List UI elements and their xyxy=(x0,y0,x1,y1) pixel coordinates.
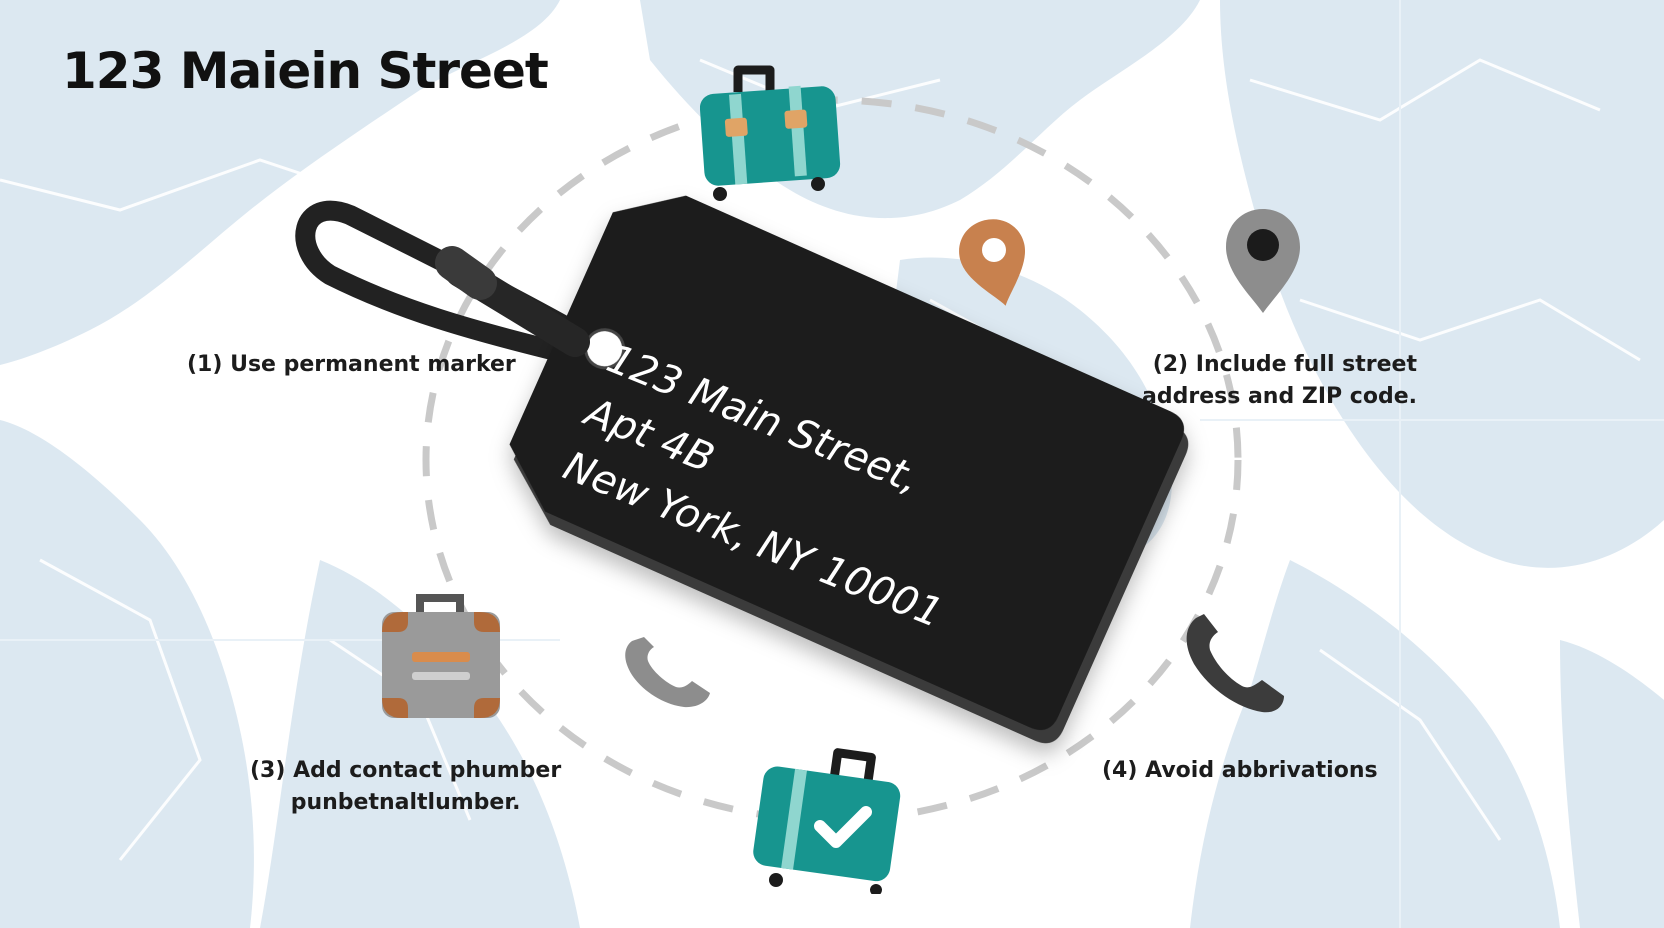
tip-avoid-abbreviations: (4) Avoid abbrivations xyxy=(1102,755,1378,787)
dark-phone-icon xyxy=(1186,614,1284,713)
teal-suitcase-icon xyxy=(700,65,841,201)
tip-text: (2) Include full street xyxy=(1152,352,1417,377)
tip-text: (4) Avoid abbrivations xyxy=(1102,758,1378,783)
gray-map-pin-icon xyxy=(1226,209,1300,313)
tip-text: punbetnaltlumber. xyxy=(290,790,521,815)
page-title: 123 Maiein Street xyxy=(62,42,549,100)
tip-include-full-address: (2) Include full street address and ZIP … xyxy=(1142,349,1417,413)
gray-phone-icon xyxy=(625,637,710,708)
orange-map-pin-icon xyxy=(959,219,1026,306)
tip-text: address and ZIP code. xyxy=(1142,384,1417,409)
tip-text: (1) Use permanent marker xyxy=(187,352,516,377)
tip-text: (3) Add contact phumber xyxy=(250,758,562,783)
tip-use-permanent-marker: (1) Use permanent marker xyxy=(187,349,516,381)
tip-add-contact-number: (3) Add contact phumber punbetnaltlumber… xyxy=(250,755,561,819)
teal-suitcase-check-icon xyxy=(753,748,901,894)
gray-suitcase-icon xyxy=(382,594,500,718)
